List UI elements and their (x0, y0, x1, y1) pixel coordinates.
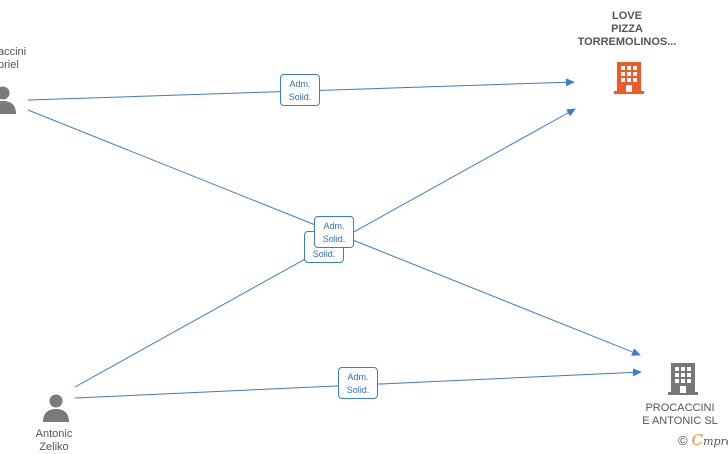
building-icon[interactable] (667, 361, 699, 395)
edge-label-person1-company2[interactable]: Adm. Solid. (314, 216, 354, 248)
empresia-logo: ©Cmpresia (678, 431, 728, 449)
building-icon[interactable] (613, 60, 645, 94)
company2-name[interactable]: PROCACCINI E ANTONIC SL (642, 402, 718, 427)
person1-name[interactable]: accini briel (0, 46, 27, 71)
person-icon[interactable] (0, 84, 18, 114)
edge-label-person2-company2[interactable]: Adm. Solid. (338, 367, 378, 399)
edge-label-person1-company1[interactable]: Adm. Solid. (280, 74, 320, 106)
person-icon[interactable] (41, 392, 71, 422)
company1-name[interactable]: LOVE PIZZA TORREMOLINOS... (577, 10, 677, 48)
copyright-icon: © (678, 433, 688, 448)
person2-name[interactable]: Antonic Zeliko (35, 428, 73, 453)
